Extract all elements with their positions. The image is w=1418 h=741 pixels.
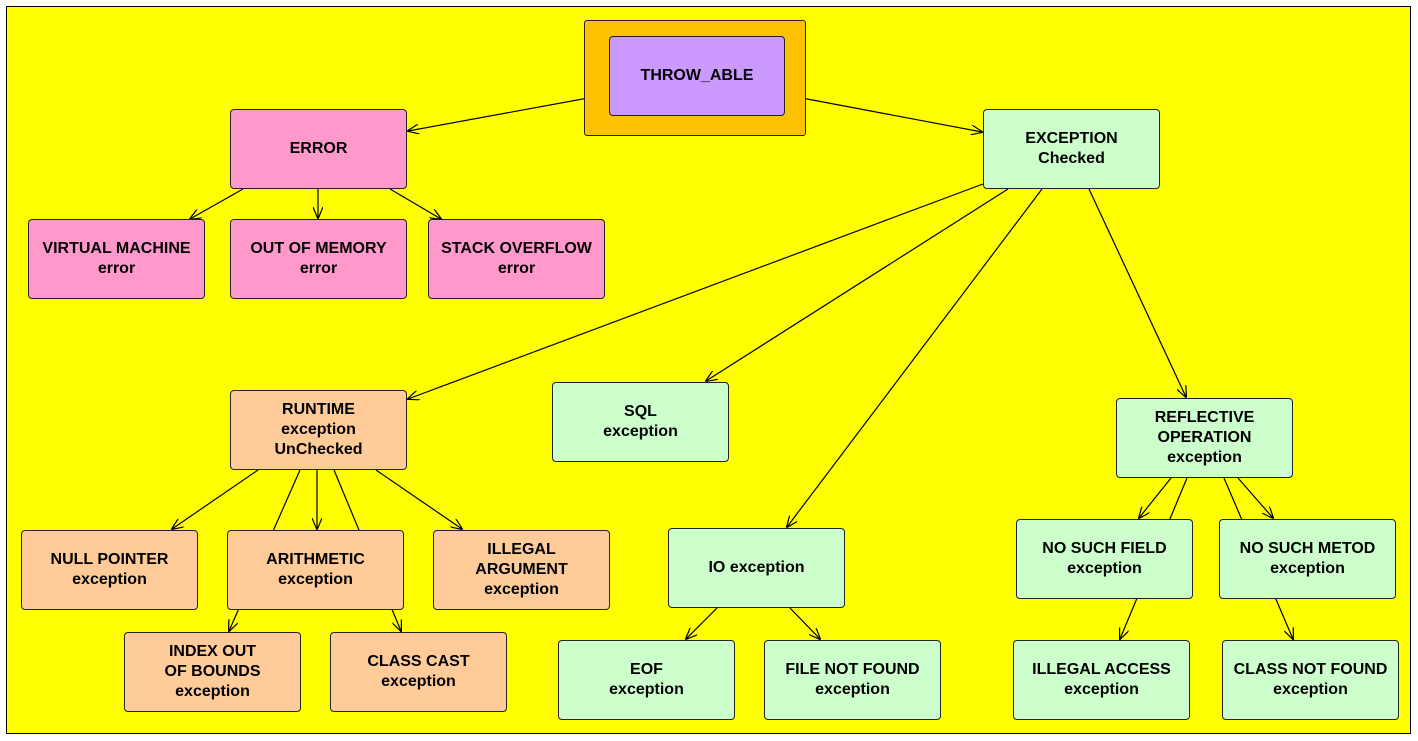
node-no-such-field-exception-label: NO SUCH FIELD exception: [1042, 540, 1167, 577]
node-throwable-label: THROW_ABLE: [640, 67, 754, 84]
node-eof-exception-label: EOF exception: [609, 661, 684, 698]
node-stack-overflow-error[interactable]: STACK OVERFLOW error: [428, 219, 605, 299]
node-virtual-machine-error[interactable]: VIRTUAL MACHINE error: [28, 219, 205, 299]
node-error[interactable]: ERROR: [230, 109, 407, 189]
node-null-pointer-exception-label: NULL POINTER exception: [50, 551, 169, 588]
node-no-such-method-exception[interactable]: NO SUCH METOD exception: [1219, 519, 1396, 599]
node-null-pointer-exception[interactable]: NULL POINTER exception: [21, 530, 198, 610]
node-error-label: ERROR: [289, 140, 348, 157]
node-illegal-argument-exception-label: ILLEGAL ARGUMENT exception: [475, 541, 568, 598]
node-index-out-of-bounds-exception[interactable]: INDEX OUT OF BOUNDS exception: [124, 632, 301, 712]
node-index-out-of-bounds-exception-label: INDEX OUT OF BOUNDS exception: [164, 643, 261, 700]
node-virtual-machine-error-label: VIRTUAL MACHINE error: [42, 240, 191, 277]
node-io-exception-label: IO exception: [708, 559, 805, 576]
node-arithmetic-exception-label: ARITHMETIC exception: [266, 551, 365, 588]
node-out-of-memory-error-label: OUT OF MEMORY error: [250, 240, 387, 277]
node-file-not-found-exception[interactable]: FILE NOT FOUND exception: [764, 640, 941, 720]
node-illegal-access-exception-label: ILLEGAL ACCESS exception: [1032, 661, 1171, 698]
node-exception[interactable]: EXCEPTION Checked: [983, 109, 1160, 189]
node-illegal-argument-exception[interactable]: ILLEGAL ARGUMENT exception: [433, 530, 610, 610]
node-no-such-method-exception-label: NO SUCH METOD exception: [1239, 540, 1376, 577]
node-class-not-found-exception[interactable]: CLASS NOT FOUND exception: [1222, 640, 1399, 720]
node-io-exception[interactable]: IO exception: [668, 528, 845, 608]
node-stack-overflow-error-label: STACK OVERFLOW error: [441, 240, 592, 277]
node-file-not-found-exception-label: FILE NOT FOUND exception: [785, 661, 920, 698]
node-class-cast-exception-label: CLASS CAST exception: [367, 653, 470, 690]
node-sql-exception[interactable]: SQL exception: [552, 382, 729, 462]
node-exception-label: EXCEPTION Checked: [1025, 130, 1118, 167]
node-out-of-memory-error[interactable]: OUT OF MEMORY error: [230, 219, 407, 299]
node-eof-exception[interactable]: EOF exception: [558, 640, 735, 720]
node-runtime-exception-label: RUNTIME exception UnChecked: [274, 401, 363, 458]
node-class-cast-exception[interactable]: CLASS CAST exception: [330, 632, 507, 712]
node-sql-exception-label: SQL exception: [603, 403, 678, 440]
node-runtime-exception[interactable]: RUNTIME exception UnChecked: [230, 390, 407, 470]
node-no-such-field-exception[interactable]: NO SUCH FIELD exception: [1016, 519, 1193, 599]
node-class-not-found-exception-label: CLASS NOT FOUND exception: [1233, 661, 1388, 698]
node-illegal-access-exception[interactable]: ILLEGAL ACCESS exception: [1013, 640, 1190, 720]
node-reflective-operation-exception[interactable]: REFLECTIVE OPERATION exception: [1116, 398, 1293, 478]
node-arithmetic-exception[interactable]: ARITHMETIC exception: [227, 530, 404, 610]
node-throwable[interactable]: THROW_ABLE: [609, 36, 785, 116]
node-reflective-operation-exception-label: REFLECTIVE OPERATION exception: [1154, 409, 1255, 466]
